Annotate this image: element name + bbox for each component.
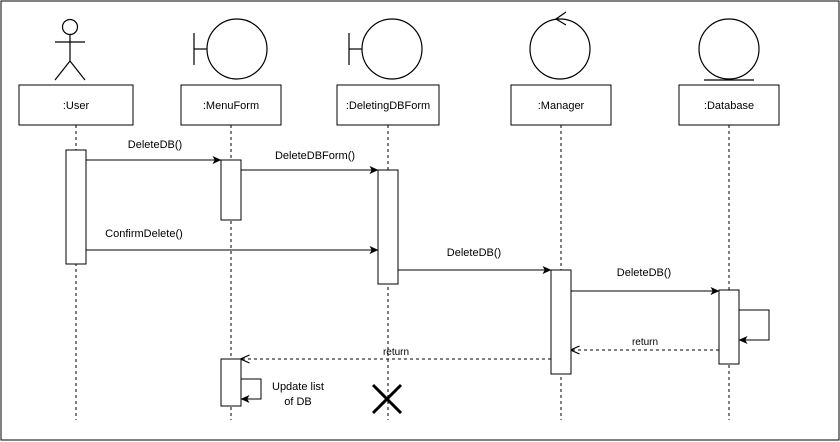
- message-m4: DeleteDB(): [398, 247, 552, 275]
- participant-menuform: :MenuForm: [180, 84, 282, 126]
- activation-bar-menuform-2: [220, 358, 242, 407]
- activation-bar-user: [65, 149, 87, 265]
- participant-manager: :Manager: [510, 84, 612, 126]
- destroy-x-icon: [371, 383, 403, 415]
- entity-icon: [698, 18, 760, 81]
- message-m7-return: return: [241, 347, 551, 359]
- participant-label: :Database: [704, 100, 754, 112]
- actor-icon: [54, 18, 86, 81]
- message-m6-return: return: [571, 337, 719, 350]
- activation-bar-database: [718, 289, 740, 365]
- control-icon: [529, 11, 591, 80]
- boundary-icon: [193, 18, 268, 80]
- message-label: DeleteDB(): [447, 247, 501, 259]
- participant-label: :Manager: [538, 100, 585, 112]
- message-label: DeleteDBForm(): [275, 150, 355, 162]
- message-m2: DeleteDBForm(): [241, 150, 379, 175]
- message-label: DeleteDB(): [128, 139, 182, 151]
- message-label: DeleteDB(): [617, 267, 671, 279]
- participant-user: :User: [18, 84, 134, 126]
- message-label: ConfirmDelete(): [105, 228, 183, 240]
- participant-label: :User: [63, 100, 90, 112]
- message-label: return: [632, 337, 658, 348]
- message-m3: ConfirmDelete(): [86, 228, 379, 255]
- boundary-icon: [348, 18, 423, 80]
- participant-label: :MenuForm: [203, 100, 259, 112]
- participant-deletingdbform: :DeletingDBForm: [336, 84, 440, 126]
- participant-label: :DeletingDBForm: [346, 100, 430, 112]
- self-message-label-line1: Update list: [272, 381, 324, 393]
- self-message-database: [738, 309, 770, 345]
- message-m1: DeleteDB(): [86, 139, 222, 165]
- message-label: return: [383, 347, 409, 358]
- activation-bar-menuform: [220, 159, 242, 221]
- self-message-label-line2: of DB: [284, 396, 312, 408]
- activation-bar-deletingdbform: [377, 169, 399, 285]
- self-message-menuform: Update list of DB: [240, 378, 324, 408]
- participant-database: :Database: [678, 84, 780, 126]
- activation-bars: [65, 149, 740, 407]
- message-m5: DeleteDB(): [571, 267, 720, 296]
- activation-bar-manager: [550, 269, 572, 375]
